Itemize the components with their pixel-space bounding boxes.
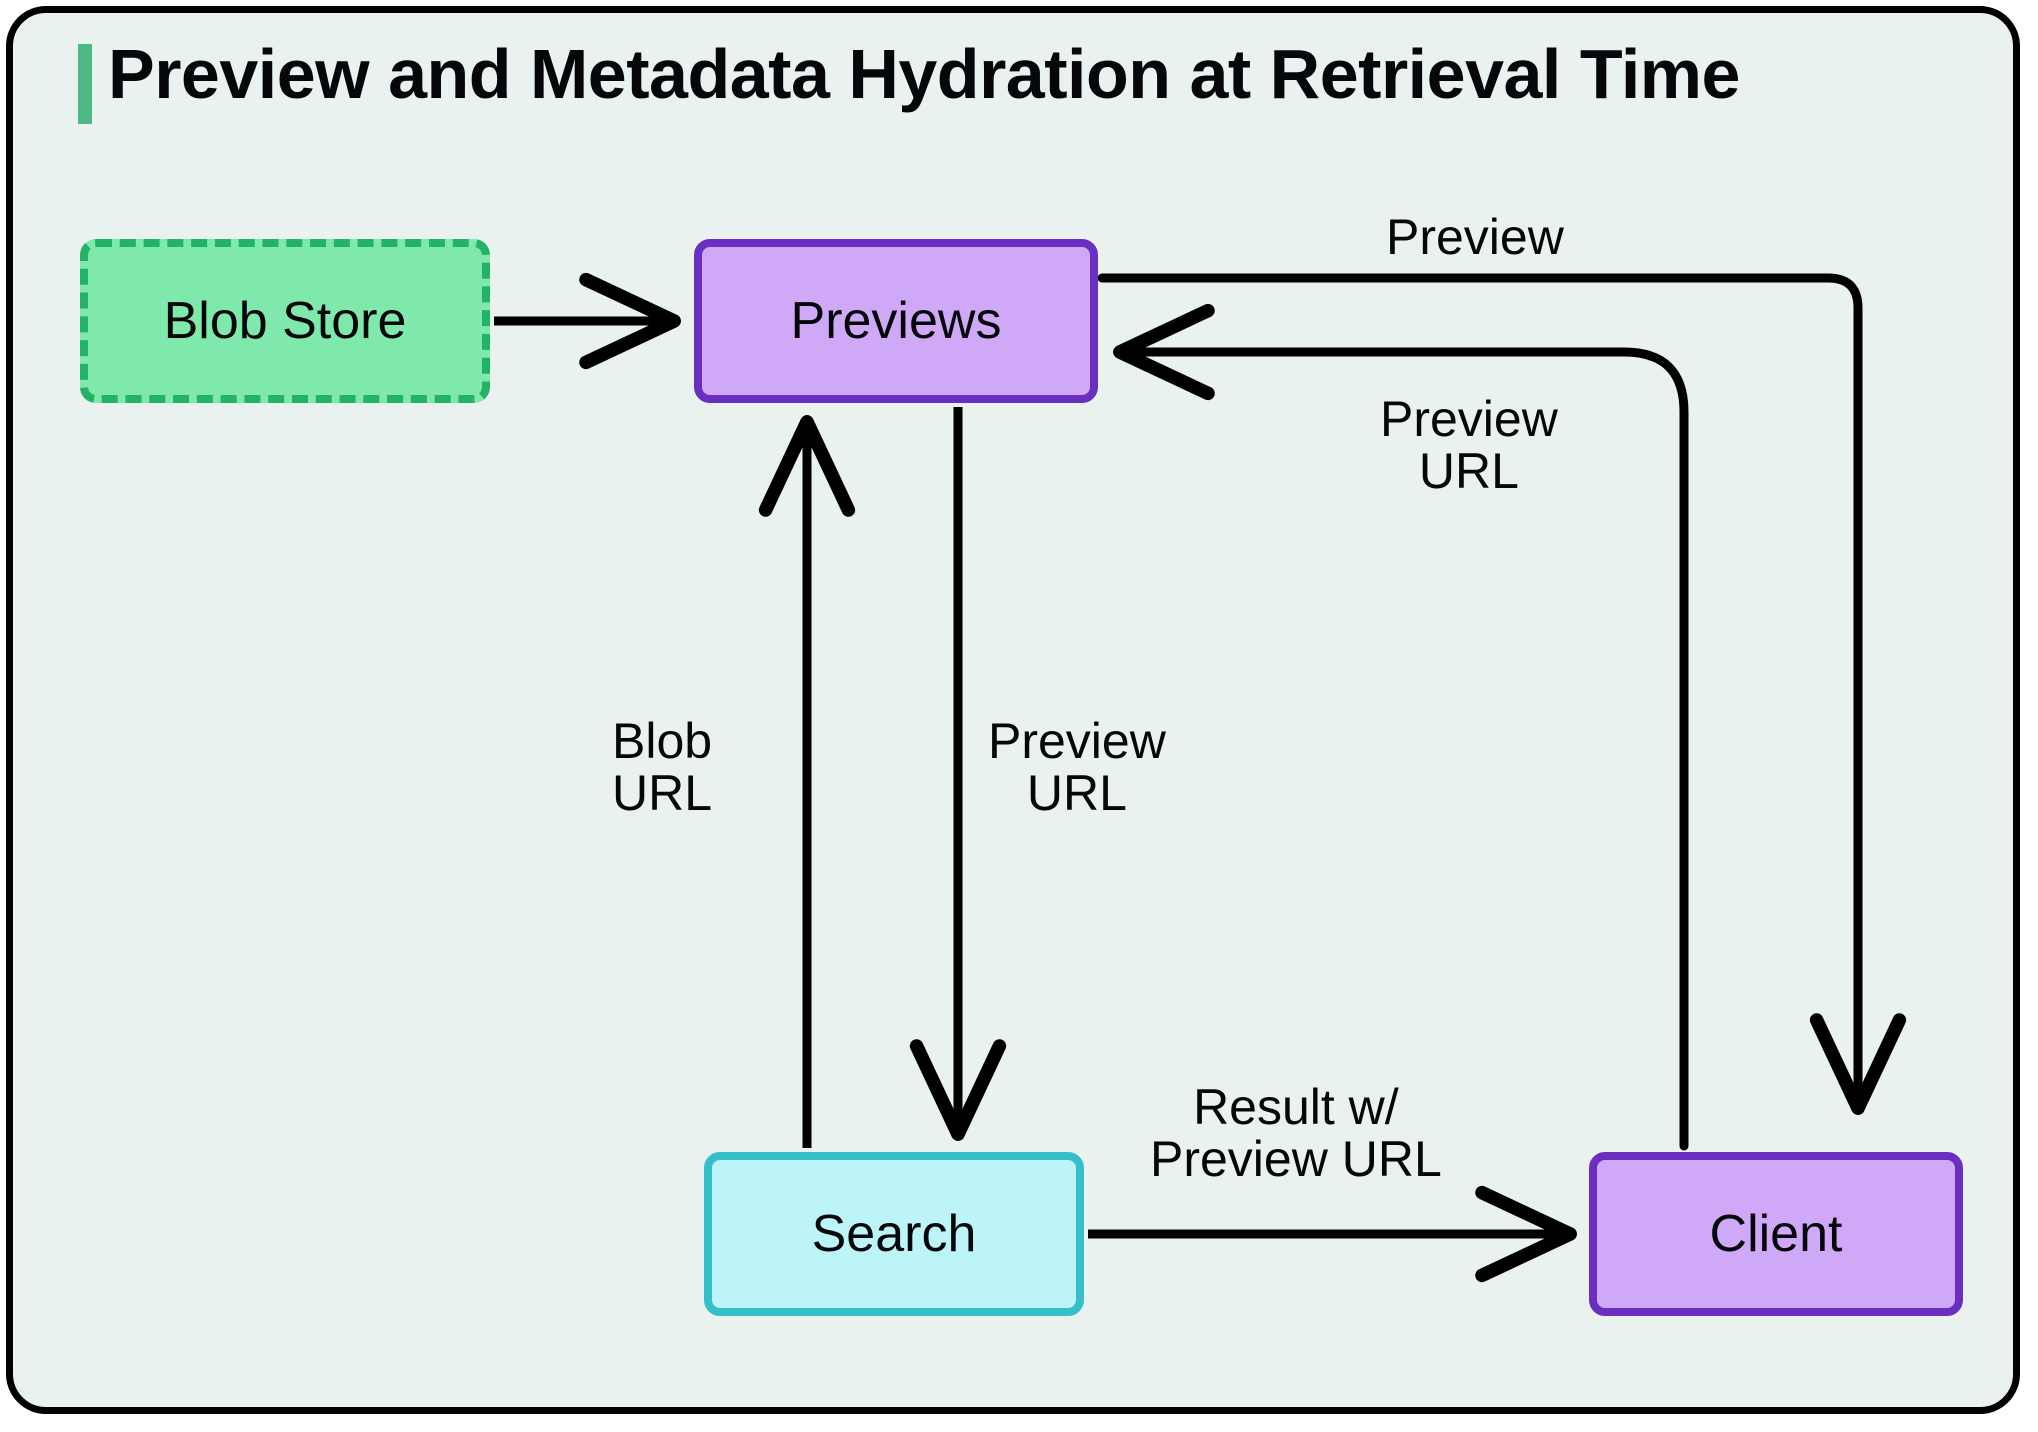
edge-label-preview-url-right: Preview URL <box>1380 391 1558 499</box>
node-search-label: Search <box>811 1205 977 1263</box>
edge-label-preview-url-mid: Preview URL <box>988 713 1166 821</box>
node-blob-store[interactable]: Blob Store <box>80 239 490 403</box>
page-title: Preview and Metadata Hydration at Retrie… <box>108 35 1740 113</box>
node-search[interactable]: Search <box>704 1152 1084 1316</box>
edge-label-result-with-preview-url: Result w/ Preview URL <box>1150 1079 1442 1187</box>
node-previews-label: Previews <box>790 292 1002 350</box>
node-client[interactable]: Client <box>1589 1152 1963 1316</box>
node-client-label: Client <box>1709 1205 1843 1263</box>
node-previews[interactable]: Previews <box>694 239 1098 403</box>
edge-label-preview-top: Preview <box>1386 209 1564 265</box>
title-accent-bar <box>78 44 92 124</box>
edge-label-blob-url: Blob URL <box>612 713 713 821</box>
node-blob-store-label: Blob Store <box>163 292 407 350</box>
